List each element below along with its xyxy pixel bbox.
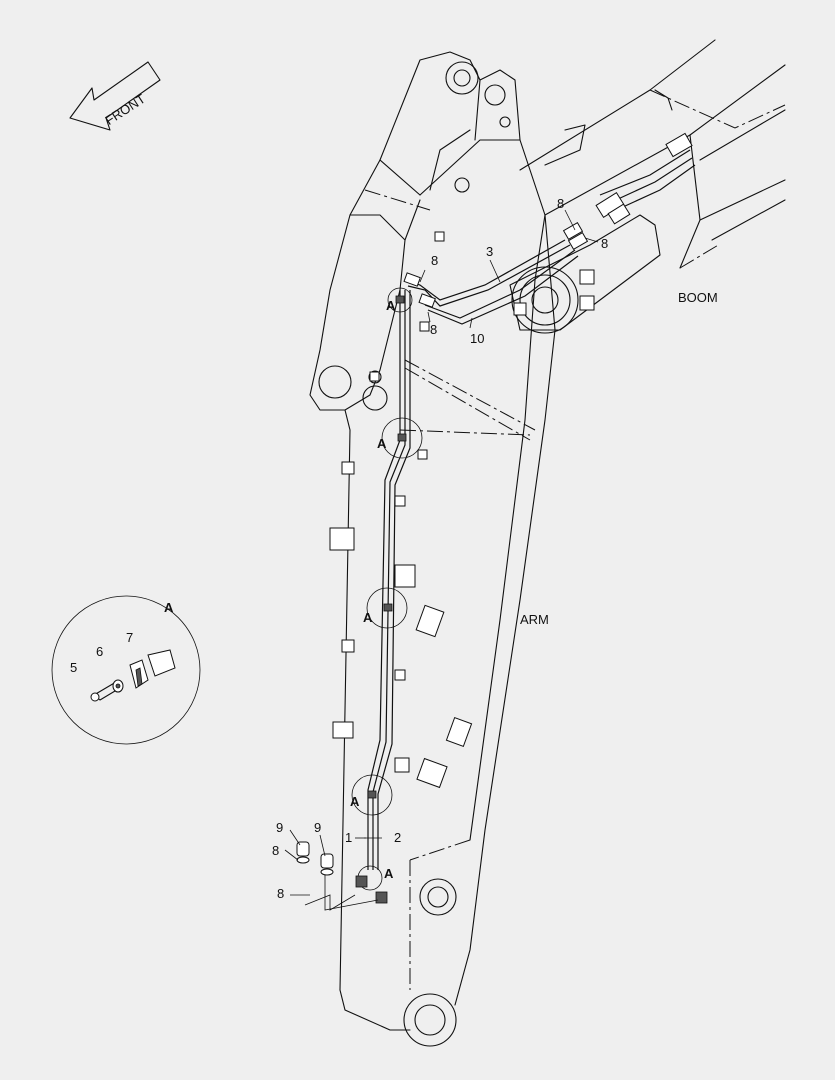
detail-marker-1: A <box>386 298 396 313</box>
part-label-3: 3 <box>486 244 493 259</box>
detail-markers: A A A A A <box>350 298 396 881</box>
detail-marker-2: A <box>377 436 387 451</box>
part-label-8-plug: 8 <box>272 843 279 858</box>
detail-a-label: A <box>164 600 174 615</box>
part-label-7: 7 <box>126 630 133 645</box>
part-labels: 5 6 7 8 8 8 8 3 10 9 9 8 8 1 2 <box>70 196 608 901</box>
arm-label: ARM <box>520 612 549 627</box>
boom: BOOM <box>509 39 786 334</box>
part-label-9-left: 9 <box>276 820 283 835</box>
boom-label: BOOM <box>678 290 718 305</box>
arm: ARM <box>309 51 556 1047</box>
detail-marker-5: A <box>384 866 394 881</box>
part-label-8-top: 8 <box>557 196 564 211</box>
part-label-8-oring: 8 <box>277 886 284 901</box>
detail-marker-4: A <box>350 794 360 809</box>
part-label-8-boom: 8 <box>601 236 608 251</box>
part-label-5: 5 <box>70 660 77 675</box>
part-label-8-arm-upper: 8 <box>431 253 438 268</box>
part-label-2: 2 <box>394 830 401 845</box>
arm-pipes <box>284 209 599 911</box>
part-label-10: 10 <box>470 331 484 346</box>
detail-marker-3: A <box>363 610 373 625</box>
front-arrow-label: FRONT <box>102 91 148 128</box>
part-label-1: 1 <box>345 830 352 845</box>
part-label-8-arm-lower: 8 <box>430 322 437 337</box>
part-label-6: 6 <box>96 644 103 659</box>
front-arrow: FRONT <box>69 61 161 131</box>
detail-a: A <box>51 595 201 745</box>
part-label-9-right: 9 <box>314 820 321 835</box>
